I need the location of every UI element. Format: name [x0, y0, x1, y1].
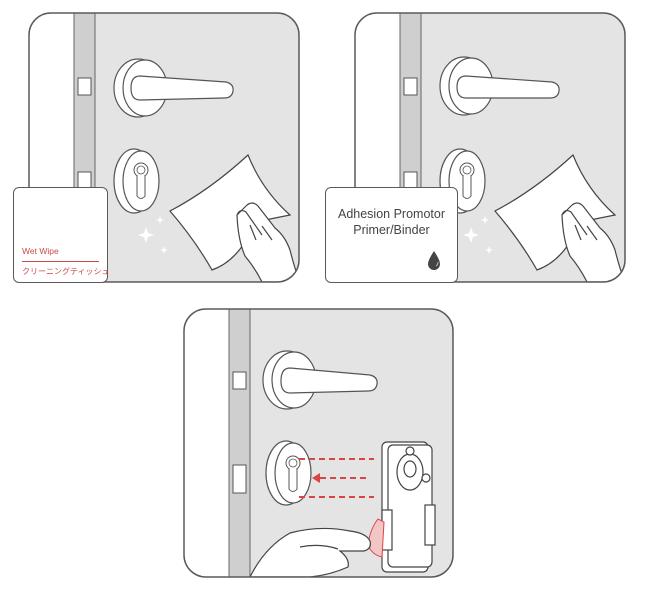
adhesion-promotor-title: Adhesion Promotor: [337, 207, 445, 221]
door-handle-icon: [439, 56, 560, 116]
hand-icon: [561, 202, 625, 282]
lock-cylinder-icon: [265, 440, 312, 506]
hand-icon: [249, 527, 371, 577]
hand-icon: [236, 202, 299, 282]
wet-wipe-title: Wet Wipe: [22, 246, 59, 256]
door-handle-icon: [262, 350, 378, 410]
divider: [22, 261, 99, 262]
sparkle-icon: [138, 216, 168, 254]
door-handle-icon: [113, 58, 234, 118]
latch-plate-icon: [232, 371, 247, 494]
alignment-arrows-icon: [299, 458, 374, 498]
adhesion-promotor-label-card: Adhesion Promotor Primer/Binder: [325, 187, 458, 283]
step-3-illustration: [183, 308, 454, 578]
lock-cylinder-icon: [439, 148, 486, 214]
step-1-panel: Wet Wipe クリーニングティッシュ: [0, 0, 332, 290]
step-2-panel: Adhesion Promotor Primer/Binder: [325, 0, 664, 290]
smart-lock-device-icon: [381, 441, 436, 573]
droplet-icon: [428, 251, 440, 270]
sparkle-icon: [463, 216, 493, 254]
wipe-cloth-icon: [494, 153, 617, 271]
wet-wipe-subtitle-jp: クリーニングティッシュ: [22, 267, 110, 276]
wet-wipe-label-card: Wet Wipe クリーニングティッシュ: [13, 187, 110, 283]
wipe-cloth-icon: [169, 153, 292, 271]
step-3-panel: [170, 297, 470, 594]
lock-cylinder-icon: [113, 148, 160, 214]
primer-binder-subtitle: Primer/Binder: [353, 223, 430, 237]
arrow-head-icon: [312, 473, 320, 483]
